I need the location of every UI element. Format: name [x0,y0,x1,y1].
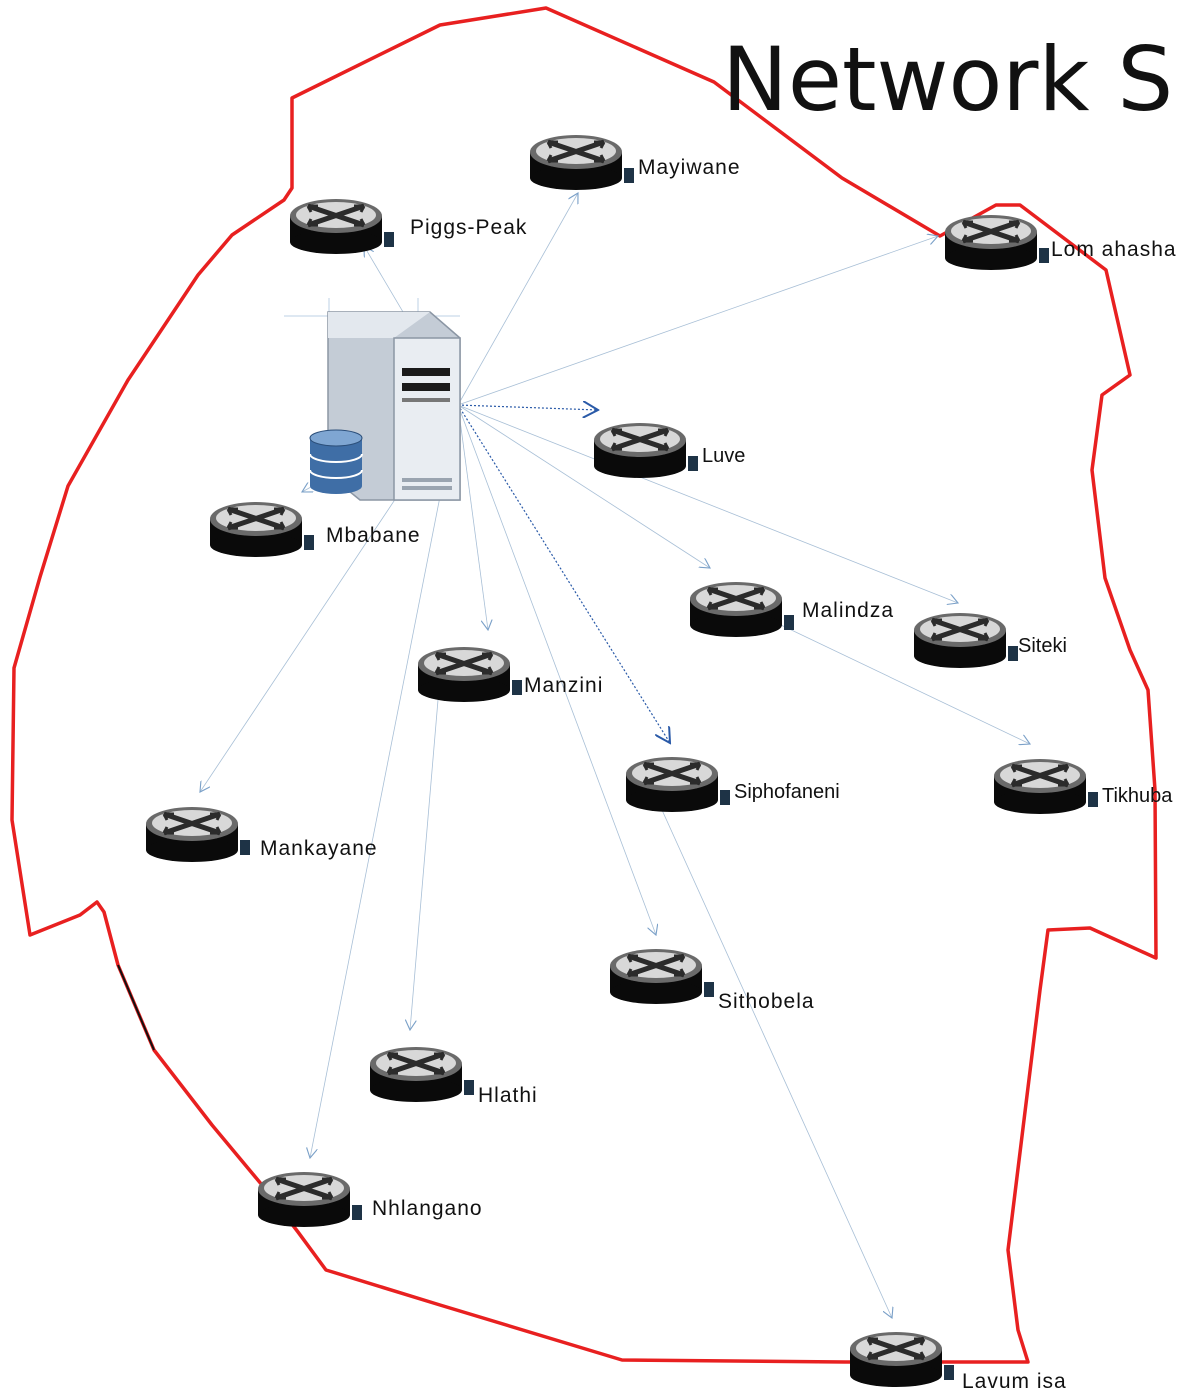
router-mbabane[interactable]: Mbabane [210,502,421,557]
router-lavumisa[interactable]: Lavum isa [850,1332,1067,1393]
router-lomahasha[interactable]: Lom ahasha [945,215,1177,270]
link-nhlangano [310,404,459,1158]
router-icon [945,215,1049,270]
router-label: Piggs-Peak [410,216,527,239]
link-luve [457,405,598,410]
router-nhlangano[interactable]: Nhlangano [258,1172,483,1227]
router-icon [258,1172,362,1227]
page-title: Network S [722,28,1174,131]
router-icon [626,757,730,812]
router-label: Mbabane [326,524,421,547]
router-icon [210,502,314,557]
router-label: Lom ahasha [1051,238,1177,261]
router-siteki[interactable]: Siteki [914,613,1067,668]
router-piggs-peak[interactable]: Piggs-Peak [290,199,527,254]
router-label: Tikhuba [1102,785,1173,807]
border-shadow-segment [117,964,155,1051]
router-icon [370,1047,474,1102]
router-label: Siteki [1018,635,1067,657]
router-tikhuba[interactable]: Tikhuba [994,759,1173,814]
country-border [10,6,1158,1364]
router-icon [994,759,1098,814]
router-label: Lavum isa [962,1370,1067,1392]
link-malindza [457,404,710,568]
router-icon [146,807,250,862]
router-label: Luve [702,445,745,467]
router-icon [690,582,794,637]
router-icon [290,199,394,254]
router-label: Mayiwane [638,156,741,179]
router-mayiwane[interactable]: Mayiwane [530,135,741,190]
router-label: Siphofaneni [734,781,840,803]
link-sithobela [457,404,656,935]
router-mankayane[interactable]: Mankayane [146,807,378,862]
router-icon [914,613,1018,668]
link-lomahasha [457,236,938,406]
router-label: Malindza [802,599,894,622]
router-icon [610,949,714,1004]
database-server-icon[interactable] [284,298,461,501]
router-label: Sithobela [718,990,815,1013]
router-icon [530,135,634,190]
link-lavumisa [661,809,892,1318]
router-label: Mankayane [260,837,378,860]
router-icon [594,423,698,478]
router-siphofaneni[interactable]: Siphofaneni [626,757,840,812]
router-icon [418,647,522,702]
router-label: Hlathi [478,1084,538,1107]
router-icon [850,1332,954,1387]
network-links [200,193,1030,1318]
router-sithobela[interactable]: Sithobela [610,949,815,1013]
router-luve[interactable]: Luve [594,423,745,478]
link-hlathi [410,699,439,1030]
router-label: Manzini [524,674,603,697]
link-tikhuba [759,614,1030,744]
router-label: Nhlangano [372,1197,483,1220]
router-manzini[interactable]: Manzini [418,647,603,702]
router-hlathi[interactable]: Hlathi [370,1047,538,1107]
link-manzini [457,404,488,630]
link-siphofaneni [457,404,670,743]
router-malindza[interactable]: Malindza [690,582,894,637]
link-siteki [457,404,958,603]
link-mayiwane [457,193,578,406]
